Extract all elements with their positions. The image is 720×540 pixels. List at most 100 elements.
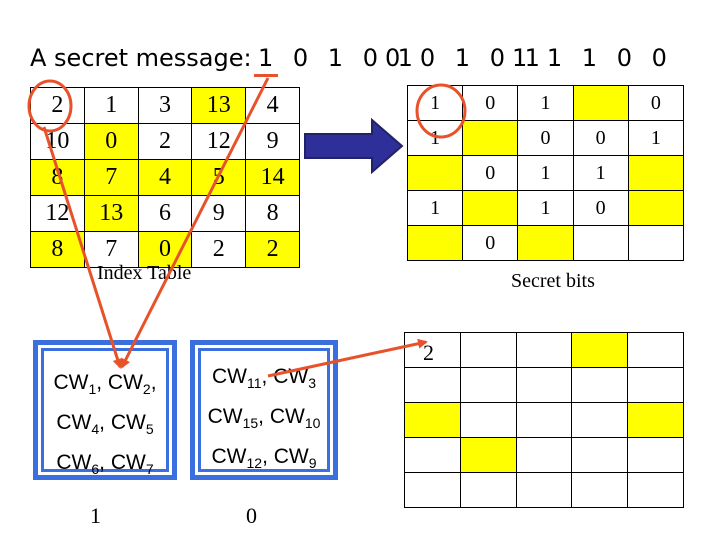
codeword-index: 4 — [91, 421, 100, 438]
index-table-cell: 2 — [137, 123, 193, 160]
codeword-index: 6 — [91, 461, 100, 478]
codeword-index: 3 — [308, 375, 316, 392]
lower-grid-cell — [459, 472, 517, 508]
message-bits-group-1: 1 0 1 0 1 — [258, 44, 419, 72]
secret-bits-caption: Secret bits — [511, 270, 595, 292]
lower-grid-cell — [459, 437, 517, 473]
secret-bits-cell — [406, 225, 464, 261]
codeword-index: 7 — [145, 461, 154, 478]
codeword-line: CW6, CW7 — [36, 446, 174, 486]
red-arrow-icon — [267, 338, 428, 378]
index-table-cell: 4 — [245, 87, 300, 124]
secret-cell-highlight-circle — [415, 83, 467, 139]
index-cell-highlight-circle — [27, 79, 73, 133]
lower-grid-label: 2 — [423, 340, 434, 365]
codeword-index: 2 — [142, 381, 151, 398]
red-arrow-icon — [42, 126, 123, 369]
lower-grid-cell — [515, 367, 573, 403]
index-table-cell: 2 — [245, 231, 300, 268]
index-table-cell: 14 — [245, 159, 300, 196]
secret-bits-cell — [627, 225, 685, 261]
index-table-cell: 3 — [137, 87, 193, 124]
codeword-index: 12 — [246, 455, 263, 472]
index-table-cell: 0 — [137, 231, 193, 268]
codeword-box-2-bit: 0 — [246, 503, 257, 528]
codeword-index: 5 — [145, 421, 154, 438]
index-table-cell: 7 — [83, 231, 139, 268]
index-table-cell: 1 — [83, 87, 139, 124]
secret-bits-cell: 1 — [406, 190, 464, 226]
codeword-line: CW4, CW5 — [36, 406, 174, 446]
lower-grid-cell — [571, 472, 629, 508]
index-table-cell: 2 — [191, 231, 247, 268]
index-table-cell: 8 — [30, 231, 85, 268]
codeword-text: CW — [207, 405, 243, 429]
secret-bits-cell — [627, 190, 685, 226]
lower-grid-cell — [404, 437, 461, 473]
index-table-cell: 0 — [83, 123, 139, 160]
codeword-text: CW — [211, 445, 247, 469]
codeword-box-2 — [190, 340, 338, 480]
codeword-text: , — [150, 371, 157, 394]
right-block-arrow-icon — [304, 117, 404, 175]
secret-bits-cell — [462, 120, 519, 156]
codeword-text: CW — [212, 365, 247, 388]
lower-grid-row — [404, 472, 684, 508]
codeword-line: CW12, CW9 — [193, 440, 335, 480]
current-bit-underline — [254, 74, 278, 77]
codeword-index: 15 — [242, 415, 259, 432]
secret-bits-cell — [572, 85, 629, 121]
lower-grid-cell — [404, 402, 461, 438]
index-table-cell: 2 — [30, 87, 85, 124]
secret-bits-cell: 0 — [462, 85, 519, 121]
index-table: 2131341002129874514121369887022 — [30, 87, 300, 268]
codeword-text: CW — [56, 451, 92, 475]
secret-bits-cell — [517, 225, 574, 261]
secret-bits-cell: 0 — [572, 190, 629, 226]
secret-bits-cell: 0 — [572, 120, 629, 156]
codeword-box-1 — [33, 340, 177, 480]
lower-grid-cell — [404, 472, 461, 508]
secret-bits-cell: 1 — [572, 155, 629, 191]
codeword-line: CW1, CW2, — [36, 366, 174, 406]
message-bits-group-3: 1 1 1 0 0 — [512, 44, 673, 72]
index-table-cell: 8 — [245, 195, 300, 232]
message-title: A secret message: — [30, 44, 252, 72]
codeword-text: , CW — [262, 445, 309, 469]
codeword-text: CW — [56, 411, 92, 435]
lower-grid-cell — [459, 402, 517, 438]
message-bits-group-2: 0 0 1 0 1 — [385, 44, 546, 72]
lower-grid-cell — [627, 472, 684, 508]
lower-grid-row — [404, 332, 684, 368]
codeword-index: 10 — [304, 415, 321, 432]
codeword-text: CW — [53, 371, 89, 394]
index-table-cell: 13 — [191, 87, 247, 124]
codeword-box-1-bit: 1 — [90, 503, 101, 528]
codeword-text: , CW — [258, 405, 305, 429]
codeword-line: CW15, CW10 — [193, 400, 335, 440]
index-table-cell: 4 — [137, 159, 193, 196]
codeword-text: , CW — [99, 411, 146, 435]
secret-bits-cell — [627, 155, 685, 191]
codeword-index: 1 — [88, 381, 97, 398]
index-table-cell: 13 — [83, 195, 139, 232]
index-table-cell: 9 — [245, 123, 300, 160]
codeword-index: 9 — [308, 455, 317, 472]
codeword-index: 11 — [247, 375, 262, 392]
codeword-text: , CW — [96, 371, 143, 394]
secret-bits-cell — [462, 190, 519, 226]
red-arrow-icon — [120, 77, 270, 369]
lower-grid-cell — [515, 332, 573, 368]
lower-grid-cell — [571, 437, 629, 473]
codeword-text: , CW — [99, 451, 146, 475]
